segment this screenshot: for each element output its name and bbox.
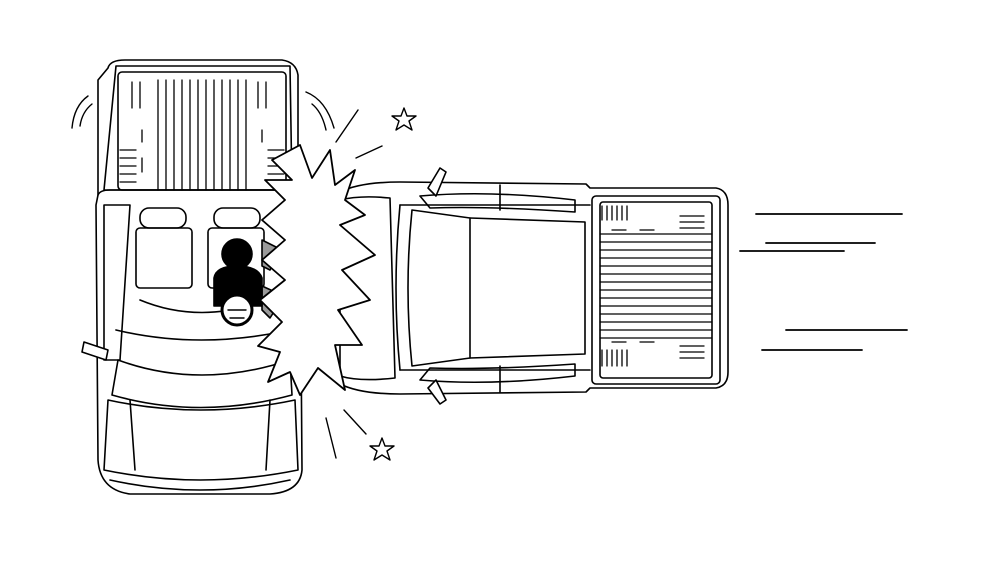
speed-lines-icon [739,213,908,351]
impact-burst-icon [257,144,376,396]
star-icon [325,107,417,461]
striking-pickup-truck-icon [339,167,729,405]
motion-arcs-icon [71,91,335,131]
struck-pickup-truck-icon [81,59,303,495]
